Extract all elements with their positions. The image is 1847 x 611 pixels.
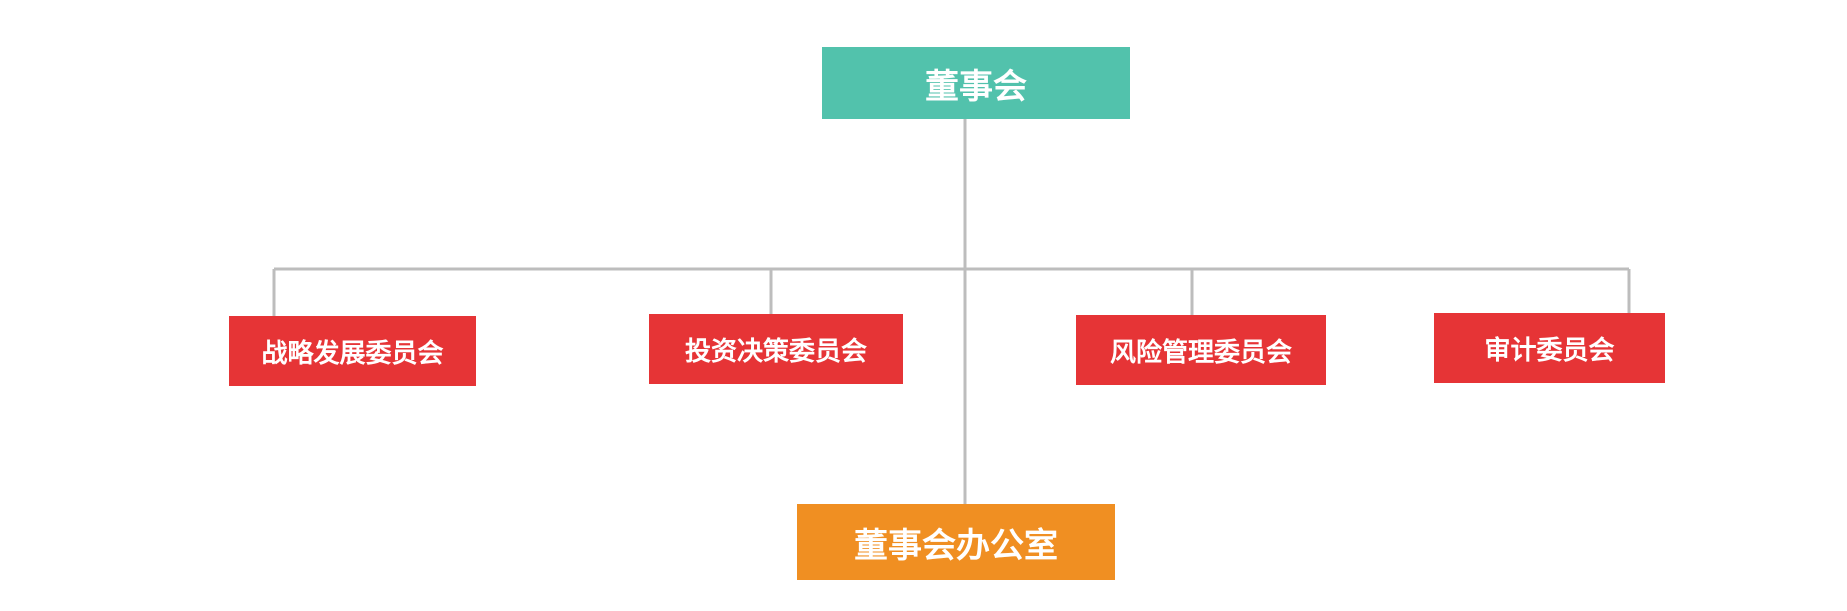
connector-lines xyxy=(272,119,1631,504)
board-node: 董事会 xyxy=(822,47,1130,119)
committee-node-risk: 风险管理委员会 xyxy=(1076,315,1326,385)
committee-node-investment: 投资决策委员会 xyxy=(649,314,903,384)
board-office-node: 董事会办公室 xyxy=(797,504,1115,580)
committee-node-label: 战略发展委员会 xyxy=(261,338,444,369)
committee-node-strategy: 战略发展委员会 xyxy=(229,316,476,386)
committee-node-label: 审计委员会 xyxy=(1484,335,1615,366)
board-office-node-label: 董事会办公室 xyxy=(854,525,1058,566)
board-node-label: 董事会 xyxy=(925,66,1027,107)
committee-node-label: 投资决策委员会 xyxy=(684,336,867,367)
committee-node-audit: 审计委员会 xyxy=(1434,313,1665,383)
committee-node-label: 风险管理委员会 xyxy=(1109,337,1292,368)
